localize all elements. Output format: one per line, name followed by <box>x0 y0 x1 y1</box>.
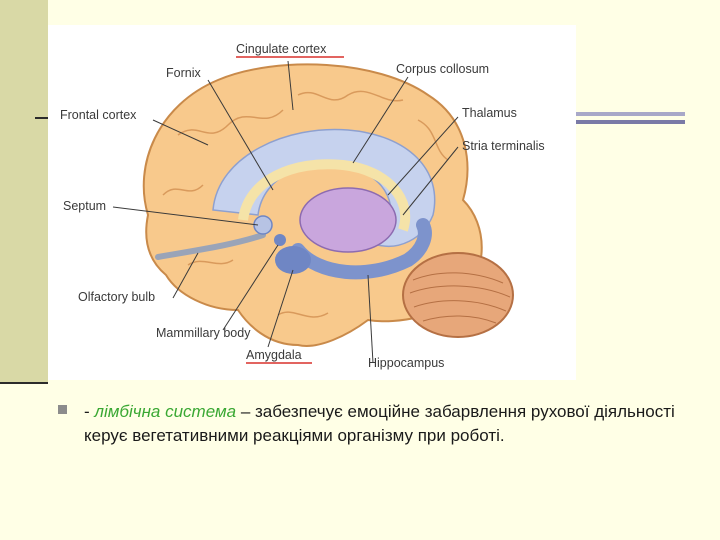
decorative-rule <box>575 112 685 116</box>
label-thalamus: Thalamus <box>462 106 517 120</box>
amygdala <box>275 246 311 274</box>
hippocampus-arc <box>291 218 432 280</box>
cerebellum-folia <box>409 272 511 324</box>
leader-lines <box>112 60 459 364</box>
slide-sidebar <box>0 0 48 382</box>
thalamus <box>299 187 397 253</box>
label-septum: Septum <box>63 199 106 213</box>
caption-term: лімбічна система <box>94 402 237 421</box>
caption-text: - лімбічна система – забезпечує емоційне… <box>84 400 684 448</box>
mammillary-body <box>274 234 286 246</box>
corpus-callosum <box>238 159 411 232</box>
label-cingulate-cortex: Cingulate cortex <box>236 42 327 56</box>
decorative-rule <box>575 120 685 124</box>
label-amygdala: Amygdala <box>246 348 302 362</box>
decorative-rule <box>0 382 48 384</box>
label-stria-terminalis: Stria terminalis <box>462 139 545 153</box>
caption-rest: – забезпечує емоційне забарвлення рухово… <box>84 402 675 445</box>
label-olfactory-bulb: Olfactory bulb <box>78 290 155 304</box>
cerebellum <box>402 252 514 338</box>
label-hippocampus: Hippocampus <box>368 356 444 370</box>
label-fornix: Fornix <box>166 66 201 80</box>
brain-illustration: Cingulate cortex Fornix Corpus collosum … <box>60 42 545 370</box>
cortex-gyri <box>162 90 454 318</box>
label-frontal-cortex: Frontal cortex <box>60 108 137 122</box>
label-mammillary-body: Mammillary body <box>156 326 251 340</box>
caption-dash: - <box>84 402 90 421</box>
bullet-square-icon <box>58 405 67 414</box>
olfactory-tract <box>155 232 266 260</box>
label-corpus-collosum: Corpus collosum <box>396 62 489 76</box>
brain-diagram: Cingulate cortex Fornix Corpus collosum … <box>48 25 576 380</box>
